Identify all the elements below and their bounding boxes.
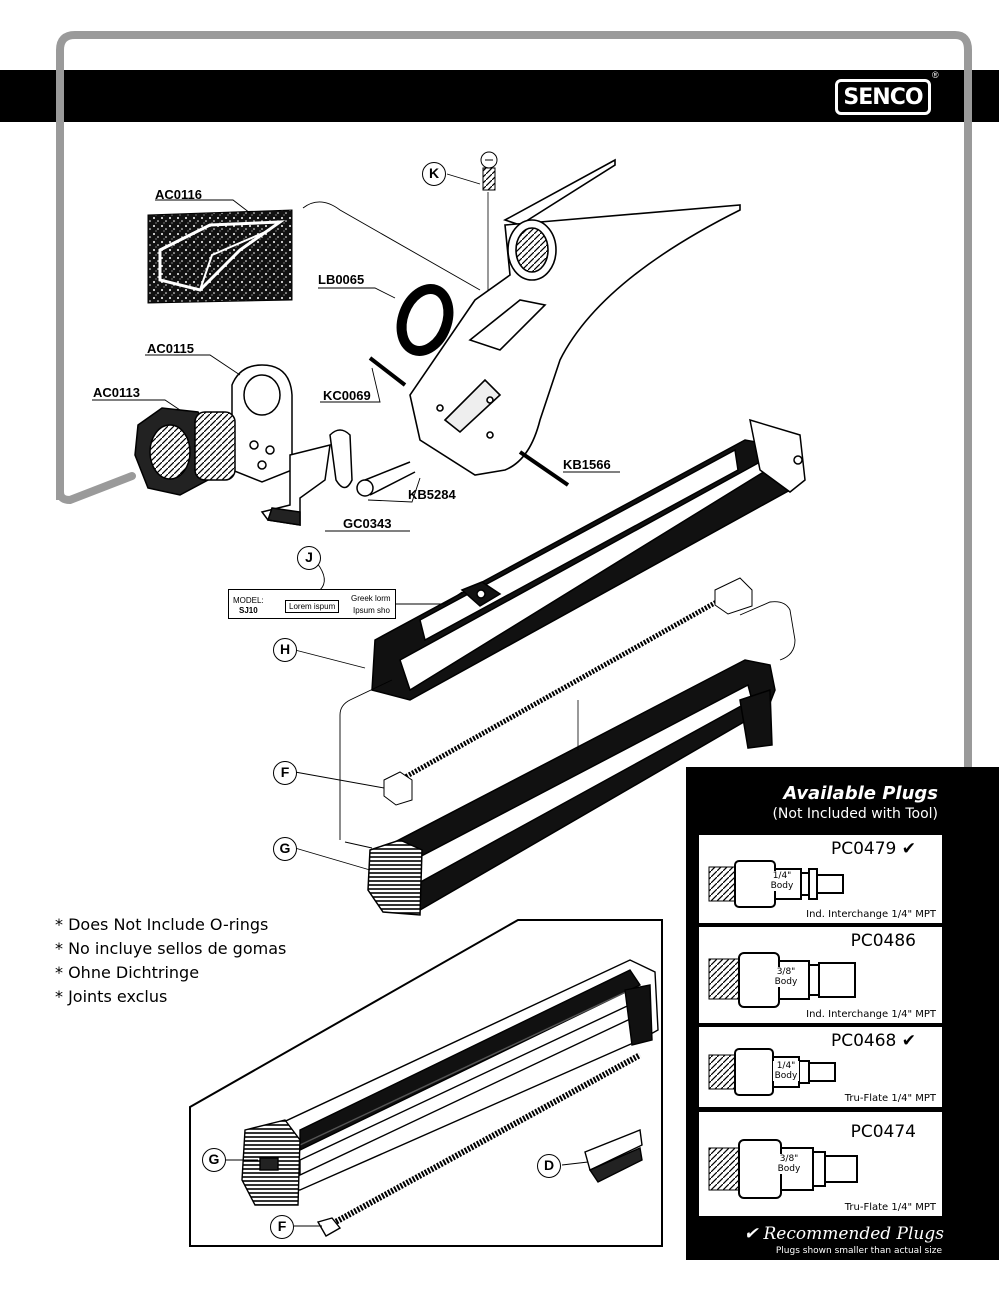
recommended-plugs-legend: ✔ Recommended Plugs	[743, 1224, 944, 1244]
callout-k: K	[422, 162, 446, 186]
plugs-subtitle: (Not Included with Tool)	[772, 806, 938, 822]
plug-card-pc0479: PC0479 ✔ 1/4" Body Ind. Interchange 1/4"…	[699, 835, 942, 923]
plug-card-pc0474: PC0474 3/8" Body Tru-Flate 1/4" MPT	[699, 1112, 942, 1216]
ac0115-bracket	[231, 364, 293, 483]
f-loop	[339, 601, 796, 849]
part-label-ac0115: AC0115	[147, 341, 194, 356]
registered-mark: ®	[932, 70, 939, 80]
ac0113-fitting	[134, 407, 236, 496]
part-label-ac0116: AC0116	[155, 187, 202, 202]
plug-body-size: 3/8" Body	[771, 967, 801, 987]
callout-f: F	[273, 761, 297, 785]
note-german: * Ohne Dichtringe	[55, 963, 200, 982]
plugs-title: Available Plugs	[783, 783, 938, 804]
note-english: * Does Not Include O-rings	[55, 915, 269, 934]
header-bar	[0, 70, 999, 122]
part-label-kb5284: KB5284	[408, 487, 456, 502]
plug-card-pc0486: PC0486 3/8" Body Ind. Interchange 1/4" M…	[699, 927, 942, 1023]
magazine-channel	[367, 659, 776, 916]
kc0069-pin	[368, 356, 407, 387]
magazine-top-rail	[371, 418, 806, 701]
callout-j: J	[297, 546, 321, 570]
lb0065-o-ring	[396, 284, 454, 356]
part-label-kb1566: KB1566	[563, 457, 611, 472]
plugs-size-note: Plugs shown smaller than actual size	[775, 1246, 942, 1256]
plug-body-size: 3/8" Body	[773, 1154, 805, 1174]
callout-d-inset: D	[537, 1154, 561, 1178]
model-lorem: Lorem ispum	[285, 600, 340, 613]
plug-body-size: 1/4" Body	[769, 871, 795, 891]
plug-body-size: 1/4" Body	[773, 1061, 799, 1081]
senco-logo: SENCO	[835, 79, 931, 115]
model-right-1: Greek lorm	[351, 594, 391, 603]
inset-magazine	[241, 959, 659, 1237]
notes-list: * Does Not Include O-rings * No incluye …	[55, 913, 286, 1009]
part-label-kc0069: KC0069	[323, 388, 371, 403]
gc0343-latch	[260, 429, 416, 526]
frame-hook	[56, 472, 136, 505]
plug-code: PC0468 ✔	[830, 1031, 916, 1051]
note-spanish: * No incluye sellos de gomas	[55, 939, 287, 958]
model-label-j: MODEL: SJ10 Lorem ispum Greek lorm Ipsum…	[228, 589, 396, 619]
model-caption: MODEL:	[233, 596, 264, 605]
logo-text: SENCO	[843, 84, 923, 110]
plug-code: PC0479 ✔	[830, 839, 916, 859]
plug-description: Ind. Interchange 1/4" MPT	[806, 1009, 936, 1020]
leader-lines	[92, 173, 620, 871]
callout-h: H	[273, 638, 297, 662]
plug-card-pc0468: PC0468 ✔ 1/4" Body Tru-Flate 1/4" MPT	[699, 1027, 942, 1107]
plug-description: Ind. Interchange 1/4" MPT	[806, 909, 936, 920]
ac0116-filter-panel	[147, 209, 293, 304]
part-label-ac0113: AC0113	[93, 385, 140, 400]
plug-code: PC0474	[850, 1122, 916, 1142]
inset-leaders	[226, 1159, 589, 1227]
threaded-rod	[383, 577, 753, 806]
tool-head	[409, 158, 741, 476]
note-french: * Joints exclus	[55, 987, 168, 1006]
kb1566-pin	[518, 450, 570, 487]
part-label-lb0065: LB0065	[318, 272, 365, 287]
model-number: SJ10	[239, 606, 258, 615]
part-label-gc0343: GC0343	[343, 516, 392, 531]
callout-g-inset: G	[202, 1148, 226, 1172]
plug-code: PC0486	[850, 931, 916, 951]
plug-description: Tru-Flate 1/4" MPT	[844, 1202, 936, 1213]
callout-f-inset: F	[270, 1215, 294, 1239]
plug-description: Tru-Flate 1/4" MPT	[844, 1093, 936, 1104]
callout-g: G	[273, 837, 297, 861]
model-right-2: Ipsum sho	[353, 606, 390, 615]
